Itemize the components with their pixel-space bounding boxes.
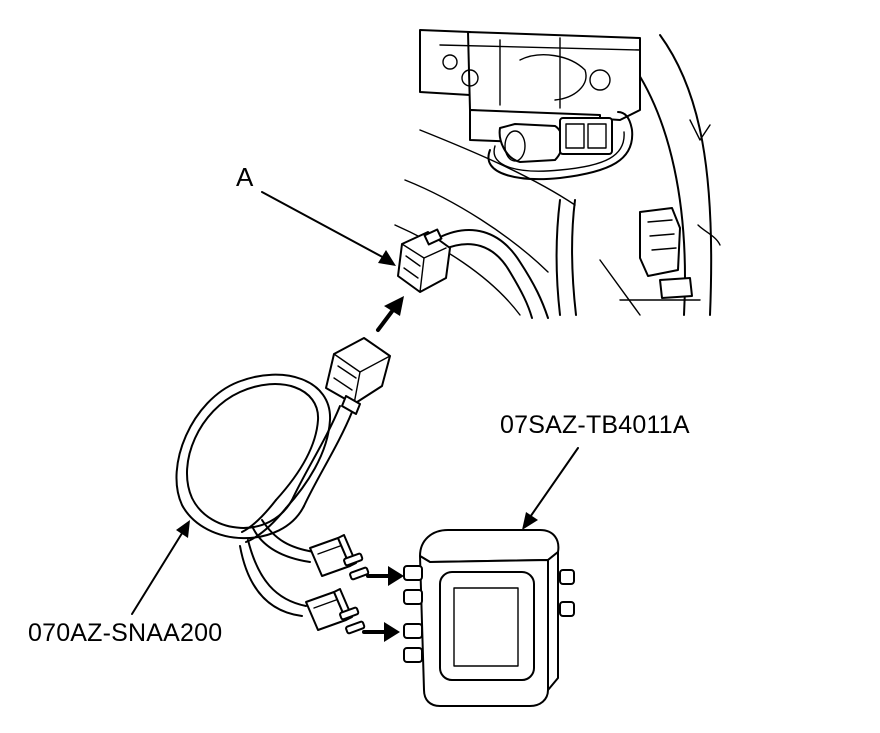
mating-arrow-upper	[376, 296, 404, 332]
banana-plug-lower	[305, 588, 366, 635]
banana-plug-upper	[309, 534, 370, 581]
leader-line-control-box	[522, 447, 579, 530]
callout-label-harness: 070AZ-SNAA200	[28, 619, 223, 647]
harness-connector	[325, 337, 391, 415]
callout-label-a: A	[236, 162, 254, 192]
vehicle-connector-a	[397, 228, 549, 319]
insertion-arrow-lower	[362, 622, 400, 642]
leader-line-harness	[131, 520, 190, 615]
control-box	[403, 529, 575, 707]
callout-label-control-box: 07SAZ-TB4011A	[500, 411, 690, 439]
vehicle-engine-bay	[394, 29, 721, 316]
coiled-harness	[175, 373, 353, 617]
leader-line-a	[261, 191, 396, 266]
insertion-arrow-upper	[366, 566, 404, 586]
